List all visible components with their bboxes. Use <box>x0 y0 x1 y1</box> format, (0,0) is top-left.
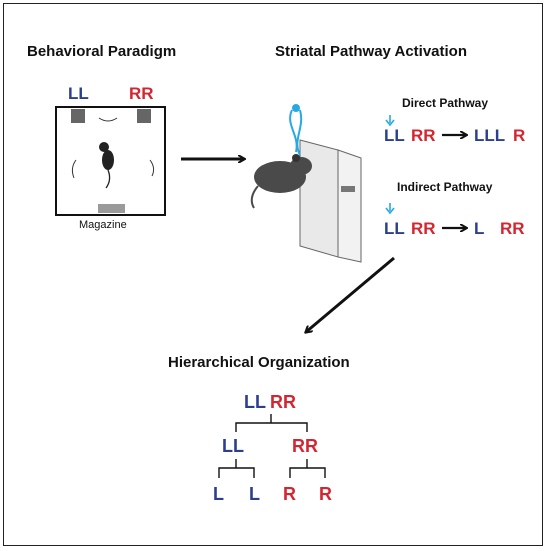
tree-leaf-r2: R <box>319 484 332 504</box>
tree-root-left: LL <box>244 392 266 412</box>
tree-mid-left: LL <box>222 436 244 456</box>
direct-after-right: R <box>513 126 526 145</box>
direct-pathway-title: Direct Pathway <box>402 96 489 110</box>
striatal-pathway-title: Striatal Pathway Activation <box>275 43 467 60</box>
lever-left-label: LL <box>68 84 89 103</box>
tree-leaf-l2: L <box>249 484 260 504</box>
behavioral-paradigm-title: Behavioral Paradigm <box>27 43 177 60</box>
magazine-label: Magazine <box>79 219 127 231</box>
hierarchy-tree-lines <box>218 414 326 478</box>
operant-chamber <box>55 106 166 216</box>
fiber-tip-icon <box>292 104 300 112</box>
left-lever <box>71 109 85 123</box>
direct-pathway-graphics <box>385 115 466 135</box>
right-lever <box>137 109 151 123</box>
direct-before-right: RR <box>411 126 436 145</box>
direct-after-left: LLL <box>474 126 506 145</box>
lever-right-label: RR <box>129 84 154 103</box>
indirect-after-left: L <box>474 219 485 238</box>
indirect-after-right: RR <box>500 219 525 238</box>
panel-lever <box>341 186 355 192</box>
magazine-port <box>98 204 125 213</box>
tree-mid-right: RR <box>292 436 318 456</box>
tree-leaf-r1: R <box>283 484 296 504</box>
tree-root-right: RR <box>270 392 296 412</box>
figure-frame <box>3 3 543 546</box>
mouse-optogenetics-illustration <box>250 104 362 263</box>
tree-leaf-l1: L <box>213 484 224 504</box>
indirect-pathway-graphics <box>385 203 466 228</box>
direct-before-left: LL <box>384 126 405 145</box>
mouse-in-chamber-icon <box>99 142 114 189</box>
indirect-before-right: RR <box>411 219 436 238</box>
indirect-before-left: LL <box>384 219 405 238</box>
indirect-pathway-title: Indirect Pathway <box>397 180 493 194</box>
hierarchical-organization-title: Hierarchical Organization <box>168 354 350 371</box>
arrow-activation-to-hierarchy <box>306 256 395 332</box>
